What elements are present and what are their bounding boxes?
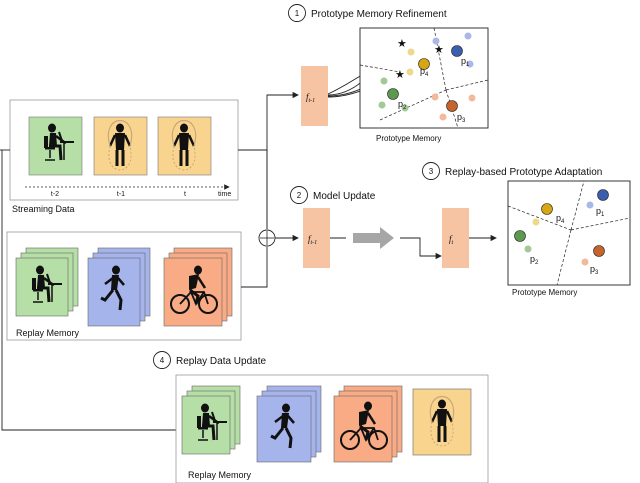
prototype-p1 — [451, 45, 463, 57]
update-arrow — [353, 227, 394, 249]
step4-label: 4 Replay Data Update — [153, 351, 266, 369]
prototype-memory-top: ★ ★ ★ p1 p2 p3 p4 Prototype Memory — [359, 27, 489, 143]
prototype-memory-right-title: Prototype Memory — [512, 288, 577, 297]
proto-subscript: 3 — [462, 118, 466, 124]
streaming-data-panel: t-2 t-1 t time — [9, 99, 239, 201]
jumping-frame — [412, 388, 472, 456]
prototype-p4 — [541, 203, 553, 215]
proto-label: p — [556, 213, 561, 223]
step4-title: Replay Data Update — [176, 356, 266, 367]
sitting-stack — [181, 385, 241, 455]
step2-title: Model Update — [313, 191, 376, 202]
time-label: t — [184, 191, 186, 198]
model-prev-sub: t-1 — [309, 98, 316, 104]
prototype-p3 — [446, 100, 458, 112]
replay-memory-updated-title: Replay Memory — [188, 470, 252, 480]
proto-subscript: 4 — [561, 219, 565, 225]
proto-label: p — [457, 112, 462, 122]
proto-subscript: 3 — [595, 270, 599, 276]
running-stack — [87, 247, 151, 327]
star-marker: ★ — [434, 43, 444, 56]
prototype-memory-right: p1 p2 p3 p4 Prototype Memory — [507, 180, 631, 297]
proto-subscript: 2 — [403, 105, 407, 111]
proto-label: p — [596, 206, 601, 216]
model-box-prev: ft-1 — [301, 66, 328, 126]
step4-number: 4 — [160, 356, 165, 365]
cycling-stack — [333, 385, 403, 463]
replay-memory-updated-panel: Replay Memory — [175, 374, 489, 483]
proto-label: p — [590, 264, 595, 274]
prototype-p2 — [387, 88, 399, 100]
star-marker: ★ — [395, 68, 405, 81]
proto-label: p — [420, 66, 425, 76]
step3-title: Replay-based Prototype Adaptation — [445, 167, 602, 178]
sum-node — [258, 229, 276, 247]
step1-number: 1 — [295, 9, 300, 18]
proto-subscript: 2 — [535, 260, 539, 266]
svg-text:ft: ft — [449, 234, 454, 246]
svg-text:p2: p2 — [398, 99, 407, 111]
step3-number: 3 — [429, 167, 434, 176]
star-marker: ★ — [397, 37, 407, 50]
proto-subscript: 1 — [601, 212, 605, 218]
proto-subscript: 4 — [425, 72, 429, 78]
svg-text:p3: p3 — [457, 112, 466, 124]
time-axis-label: time — [218, 191, 231, 198]
step1-label: 1 Prototype Memory Refinement — [288, 4, 447, 22]
model-prev-base: f — [306, 92, 310, 102]
svg-text:p3: p3 — [590, 264, 599, 276]
proto-label: p — [461, 56, 466, 66]
prototype-p4 — [418, 58, 430, 70]
model-update-base: f — [308, 234, 312, 244]
prototype-p2 — [514, 230, 526, 242]
cycling-stack — [163, 247, 233, 327]
svg-text:p1: p1 — [461, 56, 470, 68]
proto-label: p — [398, 99, 403, 109]
model-update-sub: t-1 — [311, 240, 318, 246]
model-new-sub: t — [452, 240, 454, 246]
prototype-p1 — [597, 189, 609, 201]
model-new-base: f — [449, 234, 453, 244]
proto-subscript: 1 — [466, 62, 470, 68]
step3-label: 3 Replay-based Prototype Adaptation — [422, 162, 602, 180]
streaming-data-title: Streaming Data — [12, 204, 75, 214]
running-stack — [256, 385, 322, 463]
time-label: t-2 — [51, 191, 59, 198]
step1-title: Prototype Memory Refinement — [311, 9, 447, 20]
replay-memory-panel: Replay Memory — [6, 231, 242, 341]
model-box-new: ft — [442, 208, 469, 268]
step2-number: 2 — [297, 191, 302, 200]
proto-label: p — [530, 254, 535, 264]
svg-text:p2: p2 — [530, 254, 539, 266]
svg-text:ft-1: ft-1 — [306, 92, 315, 104]
replay-memory-title: Replay Memory — [16, 328, 80, 338]
svg-text:p4: p4 — [556, 213, 565, 225]
prototype-p3 — [593, 245, 605, 257]
sitting-stack — [15, 247, 79, 317]
prototype-memory-top-title: Prototype Memory — [376, 134, 441, 143]
model-box-update: ft-1 — [303, 208, 330, 268]
time-label: t-1 — [117, 191, 125, 198]
svg-text:ft-1: ft-1 — [308, 234, 317, 246]
svg-text:p4: p4 — [420, 66, 429, 78]
step2-label: 2 Model Update — [290, 186, 376, 204]
svg-text:p1: p1 — [596, 206, 605, 218]
